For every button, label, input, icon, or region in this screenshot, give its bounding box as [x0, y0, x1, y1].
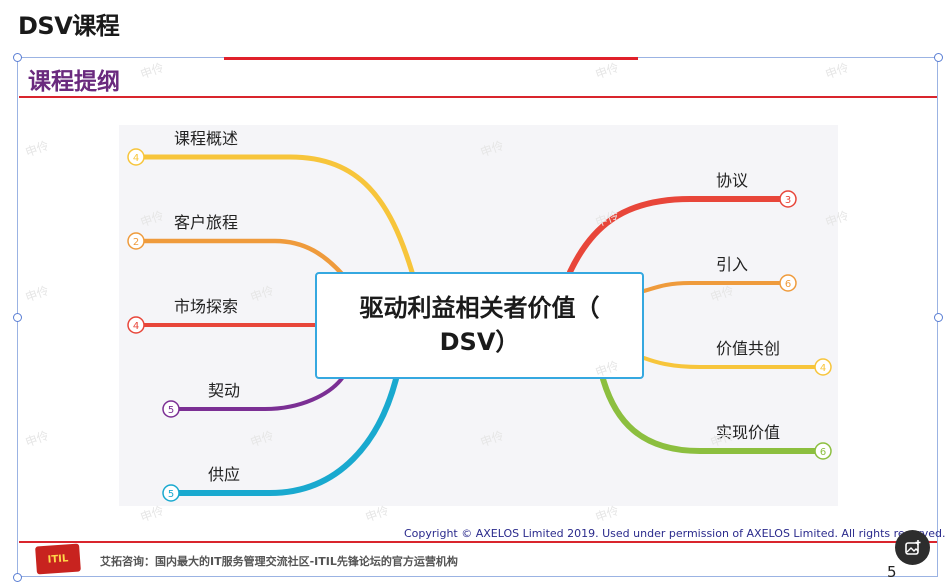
count-circle-left-4: 5 [162, 400, 180, 418]
resize-handle-top-left[interactable] [13, 53, 22, 62]
logo-text: ITIL [47, 552, 69, 566]
svg-text:6: 6 [820, 447, 826, 458]
mindmap-center-node[interactable]: 驱动利益相关者价值（ DSV） [315, 272, 644, 379]
svg-text:4: 4 [133, 153, 139, 164]
copyright-notice: Copyright © AXELOS Limited 2019. Used un… [404, 527, 946, 540]
link-right-3 [642, 356, 817, 369]
link-right-2 [642, 281, 782, 293]
resize-handle-middle-right[interactable] [934, 313, 943, 322]
svg-text:3: 3 [785, 195, 791, 206]
count-circle-left-2: 2 [127, 232, 145, 250]
svg-text:5: 5 [168, 405, 174, 416]
resize-handle-middle-left[interactable] [13, 313, 22, 322]
link-left-5 [169, 376, 399, 496]
branch-label-right-1[interactable]: 协议 [716, 171, 749, 190]
center-node-text: 驱动利益相关者价值（ DSV） [359, 293, 600, 356]
branch-label-left-4[interactable]: 契动 [208, 381, 241, 400]
svg-text:6: 6 [785, 279, 791, 290]
branch-label-right-4[interactable]: 实现价值 [716, 423, 781, 442]
link-left-4 [170, 375, 345, 411]
link-right-4 [600, 376, 818, 454]
svg-text:2: 2 [133, 237, 139, 248]
add-image-button[interactable] [895, 530, 930, 565]
branch-label-left-1[interactable]: 课程概述 [174, 129, 239, 148]
title-accent-bar [224, 57, 638, 60]
link-right-1 [567, 196, 783, 275]
slide-title: 课程提纲 [28, 69, 120, 95]
branch-label-left-2[interactable]: 客户旅程 [174, 213, 239, 232]
svg-text:5: 5 [168, 489, 174, 500]
resize-handle-bottom-left[interactable] [13, 573, 22, 582]
svg-text:4: 4 [133, 321, 139, 332]
branch-label-left-5[interactable]: 供应 [208, 465, 241, 484]
title-divider [19, 96, 937, 98]
page-title: DSV课程 [18, 12, 120, 40]
count-circle-left-3: 4 [127, 316, 145, 334]
branch-label-right-2[interactable]: 引入 [716, 255, 749, 274]
count-circle-right-1: 3 [779, 190, 797, 208]
count-circle-left-5: 5 [162, 484, 180, 502]
svg-text:4: 4 [820, 363, 826, 374]
resize-handle-top-right[interactable] [934, 53, 943, 62]
count-circle-left-1: 4 [127, 148, 145, 166]
page-number: 5 [887, 563, 897, 581]
link-left-1 [137, 154, 415, 275]
itil-forum-logo: ITIL [35, 543, 81, 575]
branch-label-right-3[interactable]: 价值共创 [716, 339, 781, 358]
branch-label-left-3[interactable]: 市场探索 [174, 297, 239, 316]
footer-divider [19, 541, 937, 543]
add-image-icon [904, 539, 920, 555]
count-circle-right-2: 6 [779, 274, 797, 292]
link-left-2 [137, 238, 346, 278]
footer-tagline: 艾拓咨询：国内最大的IT服务管理交流社区-ITIL先锋论坛的官方运营机构 [100, 555, 458, 568]
count-circle-right-4: 6 [814, 442, 832, 460]
count-circle-right-3: 4 [814, 358, 832, 376]
